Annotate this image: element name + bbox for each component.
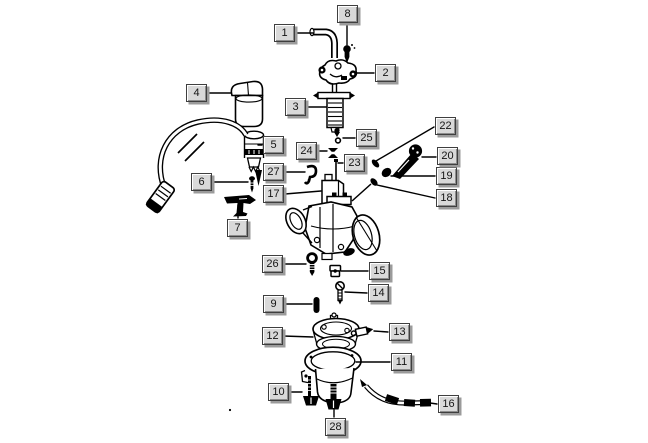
part-number-label: 6 bbox=[198, 175, 205, 188]
leader-line-16 bbox=[429, 402, 438, 405]
part-inlet-elbow-pipe bbox=[309, 27, 338, 58]
part-float-pivot-screw bbox=[334, 280, 345, 305]
part-number-label: 15 bbox=[373, 264, 386, 277]
part-number-label: 12 bbox=[266, 329, 279, 342]
part-carburetor-top-cover bbox=[318, 59, 358, 92]
part-number-label: 25 bbox=[360, 131, 373, 144]
part-number-label: 10 bbox=[272, 385, 285, 398]
part-drain-screw bbox=[325, 384, 342, 410]
part-starter-choke-unit bbox=[243, 130, 265, 186]
part-callout-5[interactable]: 5 bbox=[263, 136, 284, 154]
part-number-label: 5 bbox=[270, 138, 277, 151]
part-number-label: 18 bbox=[440, 191, 453, 204]
part-cable-connector bbox=[145, 180, 176, 214]
part-number-label: 4 bbox=[193, 86, 200, 99]
part-callout-20[interactable]: 20 bbox=[437, 147, 458, 165]
part-number-label: 7 bbox=[234, 221, 241, 234]
part-callout-11[interactable]: 11 bbox=[391, 353, 412, 371]
part-callout-9[interactable]: 9 bbox=[263, 295, 284, 313]
part-callout-6[interactable]: 6 bbox=[191, 173, 212, 191]
part-idle-screw bbox=[249, 176, 255, 193]
part-callout-24[interactable]: 24 bbox=[296, 142, 317, 160]
leader-lines bbox=[207, 24, 438, 418]
leader-line-18 bbox=[376, 184, 436, 199]
part-eye-screw bbox=[306, 252, 318, 276]
leader-line-13 bbox=[373, 330, 389, 333]
part-bowl-screw bbox=[303, 376, 319, 406]
part-number-label: 22 bbox=[439, 119, 452, 132]
part-spring-seat-plate bbox=[313, 91, 355, 100]
part-number-label: 16 bbox=[442, 397, 455, 410]
part-callout-22[interactable]: 22 bbox=[435, 117, 456, 135]
part-number-label: 26 bbox=[266, 257, 279, 270]
part-spring-clip-27 bbox=[303, 164, 318, 185]
part-nut bbox=[329, 264, 342, 278]
part-callout-17[interactable]: 17 bbox=[263, 185, 284, 203]
part-number-label: 3 bbox=[292, 100, 299, 113]
part-callout-26[interactable]: 26 bbox=[262, 255, 283, 273]
leader-line-22 bbox=[375, 126, 435, 162]
part-number-label: 1 bbox=[281, 26, 288, 39]
part-number-label: 27 bbox=[267, 165, 280, 178]
part-clip-24 bbox=[328, 148, 338, 158]
leader-line-14 bbox=[344, 291, 368, 294]
part-throttle-spring bbox=[326, 97, 344, 133]
leader-line-17 bbox=[284, 190, 322, 195]
part-number-label: 28 bbox=[329, 420, 342, 433]
part-overflow-hose bbox=[360, 379, 432, 407]
part-number-label: 8 bbox=[344, 7, 351, 20]
part-number-label: 17 bbox=[267, 187, 280, 200]
part-callout-18[interactable]: 18 bbox=[436, 189, 457, 207]
part-rubber-boot bbox=[230, 80, 264, 128]
part-callout-12[interactable]: 12 bbox=[262, 327, 283, 345]
part-number-label: 14 bbox=[372, 286, 385, 299]
part-number-label: 23 bbox=[348, 156, 361, 169]
part-number-label: 11 bbox=[395, 355, 408, 368]
part-float-needle-valve bbox=[350, 326, 374, 338]
part-callout-23[interactable]: 23 bbox=[344, 154, 365, 172]
scan-speck bbox=[228, 408, 232, 412]
part-callout-7[interactable]: 7 bbox=[227, 219, 248, 237]
part-cap-screw bbox=[343, 44, 356, 63]
part-number-label: 13 bbox=[393, 325, 406, 338]
part-choke-cable bbox=[157, 117, 249, 188]
part-callout-10[interactable]: 10 bbox=[268, 383, 289, 401]
part-callout-1[interactable]: 1 bbox=[274, 24, 295, 42]
part-callout-3[interactable]: 3 bbox=[285, 98, 306, 116]
part-number-label: 19 bbox=[440, 169, 453, 182]
part-jet-needle bbox=[334, 159, 338, 182]
part-number-label: 2 bbox=[382, 66, 389, 79]
part-callout-8[interactable]: 8 bbox=[337, 5, 358, 23]
part-callout-13[interactable]: 13 bbox=[389, 323, 410, 341]
part-callout-25[interactable]: 25 bbox=[356, 129, 377, 147]
part-callout-14[interactable]: 14 bbox=[368, 284, 389, 302]
part-carburetor-body bbox=[285, 192, 381, 261]
leader-line-12 bbox=[282, 335, 314, 338]
part-number-label: 20 bbox=[441, 149, 454, 162]
part-needle-seat-and-valve bbox=[334, 127, 342, 144]
part-callout-2[interactable]: 2 bbox=[375, 64, 396, 82]
part-starter-plunger-set bbox=[351, 144, 423, 202]
part-callout-28[interactable]: 28 bbox=[325, 418, 346, 436]
part-callout-19[interactable]: 19 bbox=[436, 167, 457, 185]
part-callout-27[interactable]: 27 bbox=[263, 163, 284, 181]
part-bowl-gasket-ring bbox=[304, 346, 362, 376]
part-number-label: 24 bbox=[300, 144, 313, 157]
part-callout-4[interactable]: 4 bbox=[186, 84, 207, 102]
part-callout-16[interactable]: 16 bbox=[438, 395, 459, 413]
part-throttle-arm-bracket bbox=[224, 195, 256, 217]
part-float-pin bbox=[313, 297, 320, 313]
part-number-label: 9 bbox=[270, 297, 277, 310]
part-callout-15[interactable]: 15 bbox=[369, 262, 390, 280]
